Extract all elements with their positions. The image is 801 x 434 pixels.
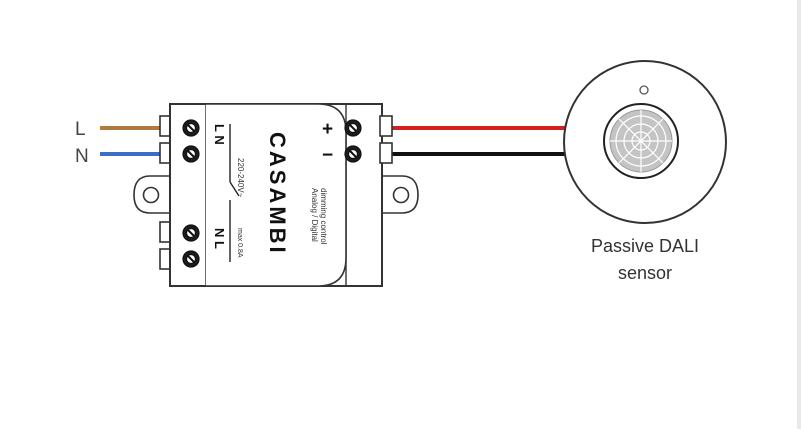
- screw-terminals: [182, 119, 362, 268]
- relay-switch-symbol: [229, 124, 240, 262]
- brand-logo-text: CASAMBI: [265, 132, 290, 256]
- sensor-name-line1: Passive DALI: [591, 236, 699, 256]
- function-text-line1: Analog / Digital: [310, 188, 319, 242]
- sensor-name-line2: sensor: [618, 263, 672, 283]
- sensor-indicator-led: [639, 85, 649, 95]
- module-label-panel: [206, 103, 347, 287]
- sensor-terminal-minus: −: [322, 145, 333, 166]
- mounting-ears: [133, 175, 419, 214]
- input-terminal-labels: L N: [212, 124, 227, 145]
- function-text-line2: dimming control: [319, 188, 328, 245]
- output-terminal-labels: N L: [212, 228, 227, 249]
- mains-label-l: L: [75, 119, 86, 140]
- sensor-lens-facets: [610, 110, 672, 172]
- current-rating-text: max 0.8A: [236, 228, 243, 258]
- sensor-terminal-plus: +: [322, 119, 333, 140]
- right-wire-clamps: [379, 115, 393, 164]
- voltage-rating-text: 220-240V~: [236, 158, 245, 198]
- mains-label-n: N: [75, 146, 89, 167]
- frame-edge: [797, 0, 801, 429]
